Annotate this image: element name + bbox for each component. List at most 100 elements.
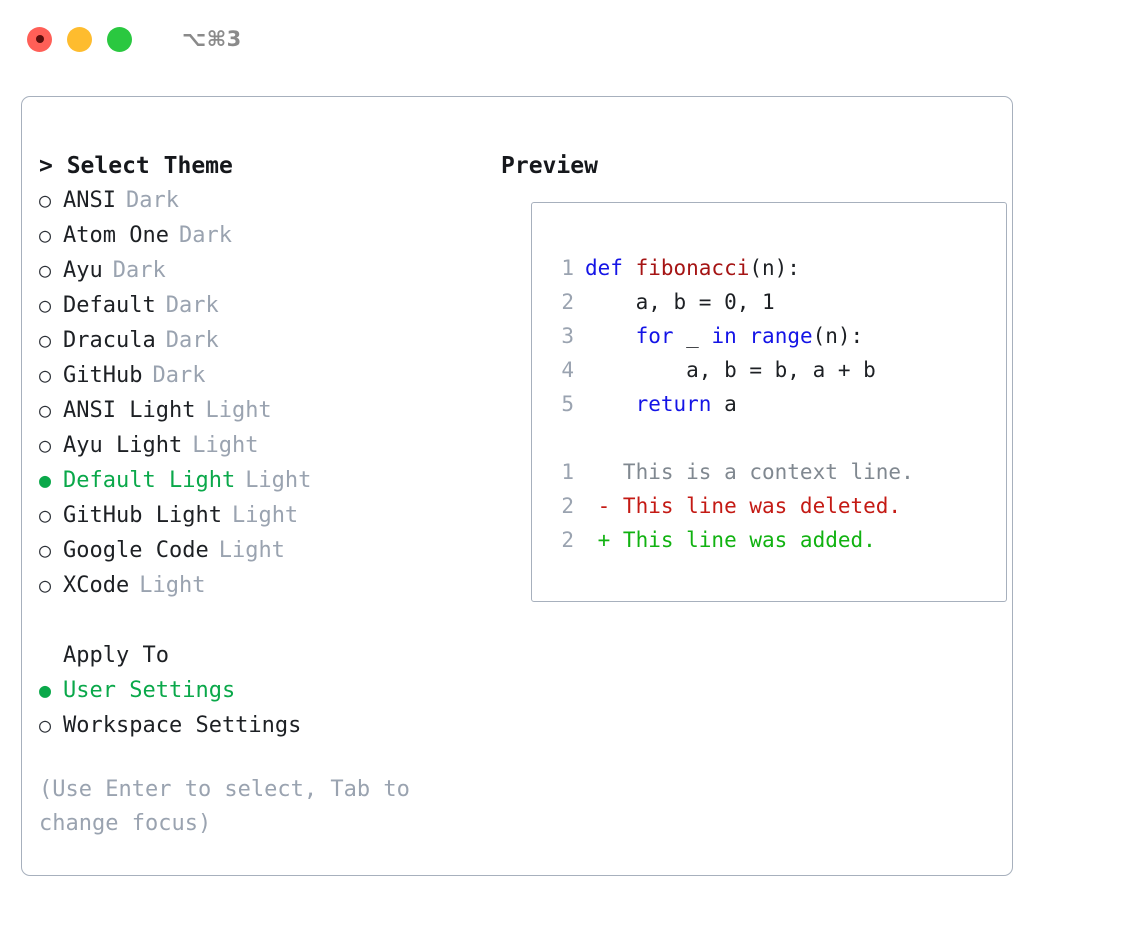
diff-line-ctx: 1 This is a context line. bbox=[548, 455, 998, 489]
radio-selected-icon: ● bbox=[39, 468, 52, 492]
theme-option-tag: Dark bbox=[165, 328, 219, 353]
theme-option-tag: Light bbox=[139, 573, 206, 598]
theme-option-2[interactable]: ○ Ayu Dark bbox=[39, 253, 489, 288]
window-controls bbox=[27, 26, 132, 52]
line-number: 1 bbox=[561, 256, 574, 280]
code-line-text: def fibonacci(n): bbox=[585, 251, 800, 285]
code-line: 3 for _ in range(n): bbox=[548, 319, 998, 353]
radio-unselected-icon: ○ bbox=[39, 258, 52, 282]
code-token-kw: def bbox=[585, 256, 636, 280]
theme-option-label: Ayu Light bbox=[63, 433, 183, 458]
theme-option-5[interactable]: ○ GitHub Dark bbox=[39, 358, 489, 393]
close-icon bbox=[35, 35, 44, 43]
radio-unselected-icon: ○ bbox=[39, 538, 52, 562]
theme-option-tag: Light bbox=[245, 468, 312, 493]
diff-line-add: 2 + This line was added. bbox=[548, 523, 998, 557]
line-number: 2 bbox=[561, 528, 574, 552]
theme-option-label: Atom One bbox=[63, 223, 169, 248]
theme-option-10[interactable]: ○ Google Code Light bbox=[39, 533, 489, 568]
code-line-text: for _ in range(n): bbox=[585, 319, 864, 353]
theme-option-label: Google Code bbox=[63, 538, 209, 563]
code-token-plain: a, b = 0, 1 bbox=[585, 290, 775, 314]
code-line-text: a, b = 0, 1 bbox=[585, 285, 775, 319]
code-token-kw: for bbox=[635, 324, 674, 348]
apply-to-option-1[interactable]: ○ Workspace Settings bbox=[39, 708, 489, 743]
code-token-plain: (n): bbox=[749, 256, 800, 280]
diff-line-text: - This line was deleted. bbox=[585, 494, 902, 518]
minimize-button[interactable] bbox=[67, 26, 92, 52]
theme-option-tag: Dark bbox=[152, 363, 206, 388]
radio-unselected-icon: ○ bbox=[39, 433, 52, 457]
code-token-plain bbox=[585, 324, 636, 348]
theme-option-tag: Light bbox=[231, 503, 299, 528]
radio-unselected-icon: ○ bbox=[39, 503, 52, 527]
close-button[interactable] bbox=[27, 26, 52, 52]
theme-option-tag: Dark bbox=[178, 223, 232, 248]
diff-line-del: 2 - This line was deleted. bbox=[548, 489, 998, 523]
code-token-kw: return bbox=[635, 392, 712, 416]
radio-unselected-icon: ○ bbox=[39, 363, 52, 387]
radio-unselected-icon: ○ bbox=[39, 223, 52, 247]
code-blank-line bbox=[548, 421, 998, 455]
theme-option-tag: Dark bbox=[125, 188, 179, 213]
apply-to-option-0[interactable]: ● User Settings bbox=[39, 673, 489, 708]
code-line: 2 a, b = 0, 1 bbox=[548, 285, 998, 319]
code-token-plain bbox=[737, 324, 750, 348]
window-titlebar: ⌥⌘3 bbox=[0, 0, 1140, 78]
code-token-plain: a bbox=[711, 392, 737, 416]
theme-option-1[interactable]: ○ Atom One Dark bbox=[39, 218, 489, 253]
theme-option-9[interactable]: ○ GitHub Light Light bbox=[39, 498, 489, 533]
theme-option-8[interactable]: ● Default Light Light bbox=[39, 463, 489, 498]
line-number: 2 bbox=[561, 290, 574, 314]
theme-option-label: Default Light bbox=[63, 468, 236, 493]
theme-option-label: Ayu bbox=[63, 258, 103, 283]
theme-option-tag: Dark bbox=[112, 258, 166, 283]
code-line-text: return a bbox=[585, 387, 737, 421]
theme-option-tag: Light bbox=[218, 538, 285, 563]
apply-to-option-label: User Settings bbox=[63, 678, 236, 703]
code-line: 5 return a bbox=[548, 387, 998, 421]
line-number: 4 bbox=[561, 358, 574, 382]
radio-selected-icon: ● bbox=[39, 678, 52, 702]
select-theme-heading: > Select Theme bbox=[39, 153, 233, 179]
code-token-plain: (n): bbox=[812, 324, 864, 348]
apply-to-option-list: ● User Settings ○ Workspace Settings bbox=[39, 673, 489, 743]
radio-unselected-icon: ○ bbox=[39, 293, 52, 317]
apply-to-heading: Apply To bbox=[63, 643, 169, 668]
theme-option-label: GitHub Light bbox=[63, 503, 222, 528]
maximize-button[interactable] bbox=[107, 26, 132, 52]
line-number: 2 bbox=[561, 494, 574, 518]
radio-unselected-icon: ○ bbox=[39, 328, 52, 352]
apply-to-option-label: Workspace Settings bbox=[63, 713, 302, 738]
code-token-plain: a, b = b, a + b bbox=[585, 358, 876, 382]
theme-option-4[interactable]: ○ Dracula Dark bbox=[39, 323, 489, 358]
code-token-plain: _ bbox=[673, 324, 712, 348]
code-line-text: a, b = b, a + b bbox=[585, 353, 876, 387]
preview-heading: Preview bbox=[501, 153, 598, 179]
theme-option-label: XCode bbox=[63, 573, 130, 598]
line-number: 1 bbox=[561, 460, 574, 484]
radio-unselected-icon: ○ bbox=[39, 713, 52, 737]
theme-option-7[interactable]: ○ Ayu Light Light bbox=[39, 428, 489, 463]
theme-option-3[interactable]: ○ Default Dark bbox=[39, 288, 489, 323]
theme-option-label: ANSI bbox=[63, 188, 116, 213]
diff-line-text: + This line was added. bbox=[585, 528, 876, 552]
theme-option-tag: Dark bbox=[165, 293, 219, 318]
line-number: 3 bbox=[561, 324, 574, 348]
theme-option-tag: Light bbox=[192, 433, 259, 458]
theme-option-label: Default bbox=[63, 293, 156, 318]
theme-option-label: GitHub bbox=[63, 363, 143, 388]
theme-option-label: Dracula bbox=[63, 328, 156, 353]
radio-unselected-icon: ○ bbox=[39, 398, 52, 422]
code-token-fn: fibonacci bbox=[635, 256, 750, 280]
